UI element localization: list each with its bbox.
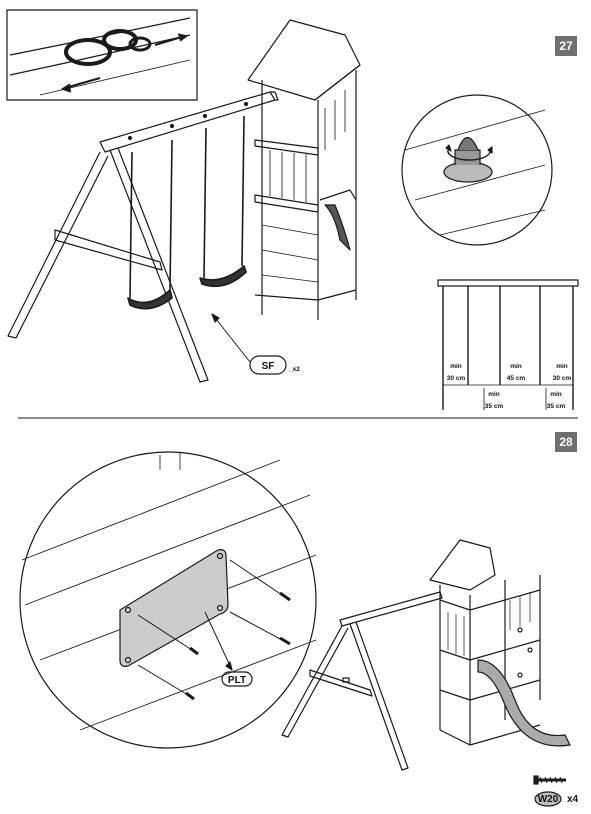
screw-quantity: x4 xyxy=(567,794,579,805)
swing-frame-27 xyxy=(7,91,279,383)
swing-set-28 xyxy=(281,539,571,771)
screw-icon xyxy=(533,775,566,807)
w20-badge xyxy=(534,791,562,807)
sf-pointer xyxy=(211,313,251,363)
sf-quantity: _x2 xyxy=(288,366,300,373)
sf-label: SF xyxy=(262,361,275,372)
min-ground-right-word: min xyxy=(550,391,562,398)
min-right-word: min xyxy=(556,363,568,370)
min-ground-left-value: 35 cm xyxy=(485,403,504,410)
plt-label: PLT xyxy=(228,675,246,686)
min-right-value: 30 cm xyxy=(553,375,572,382)
chain-detail-inset xyxy=(6,9,198,101)
plt-callout xyxy=(221,671,253,687)
min-ground-right-value: 35 cm xyxy=(547,403,566,410)
plate-detail-circle xyxy=(19,451,317,749)
step-28-badge: 28 xyxy=(555,432,577,452)
min-middle-word: min xyxy=(510,363,522,370)
sf-callout xyxy=(249,355,287,375)
min-ground-left-word: min xyxy=(488,391,500,398)
play-tower-27 xyxy=(247,19,361,320)
min-middle-value: 45 cm xyxy=(507,375,526,382)
min-left-word: min xyxy=(450,363,462,370)
min-left-value: 30 cm xyxy=(447,375,466,382)
nut-detail xyxy=(401,94,553,246)
swing-seats-27 xyxy=(127,115,247,310)
w20-label: W20 xyxy=(538,794,559,805)
clearance-diagram xyxy=(437,279,579,410)
step-27-badge: 27 xyxy=(555,36,577,56)
